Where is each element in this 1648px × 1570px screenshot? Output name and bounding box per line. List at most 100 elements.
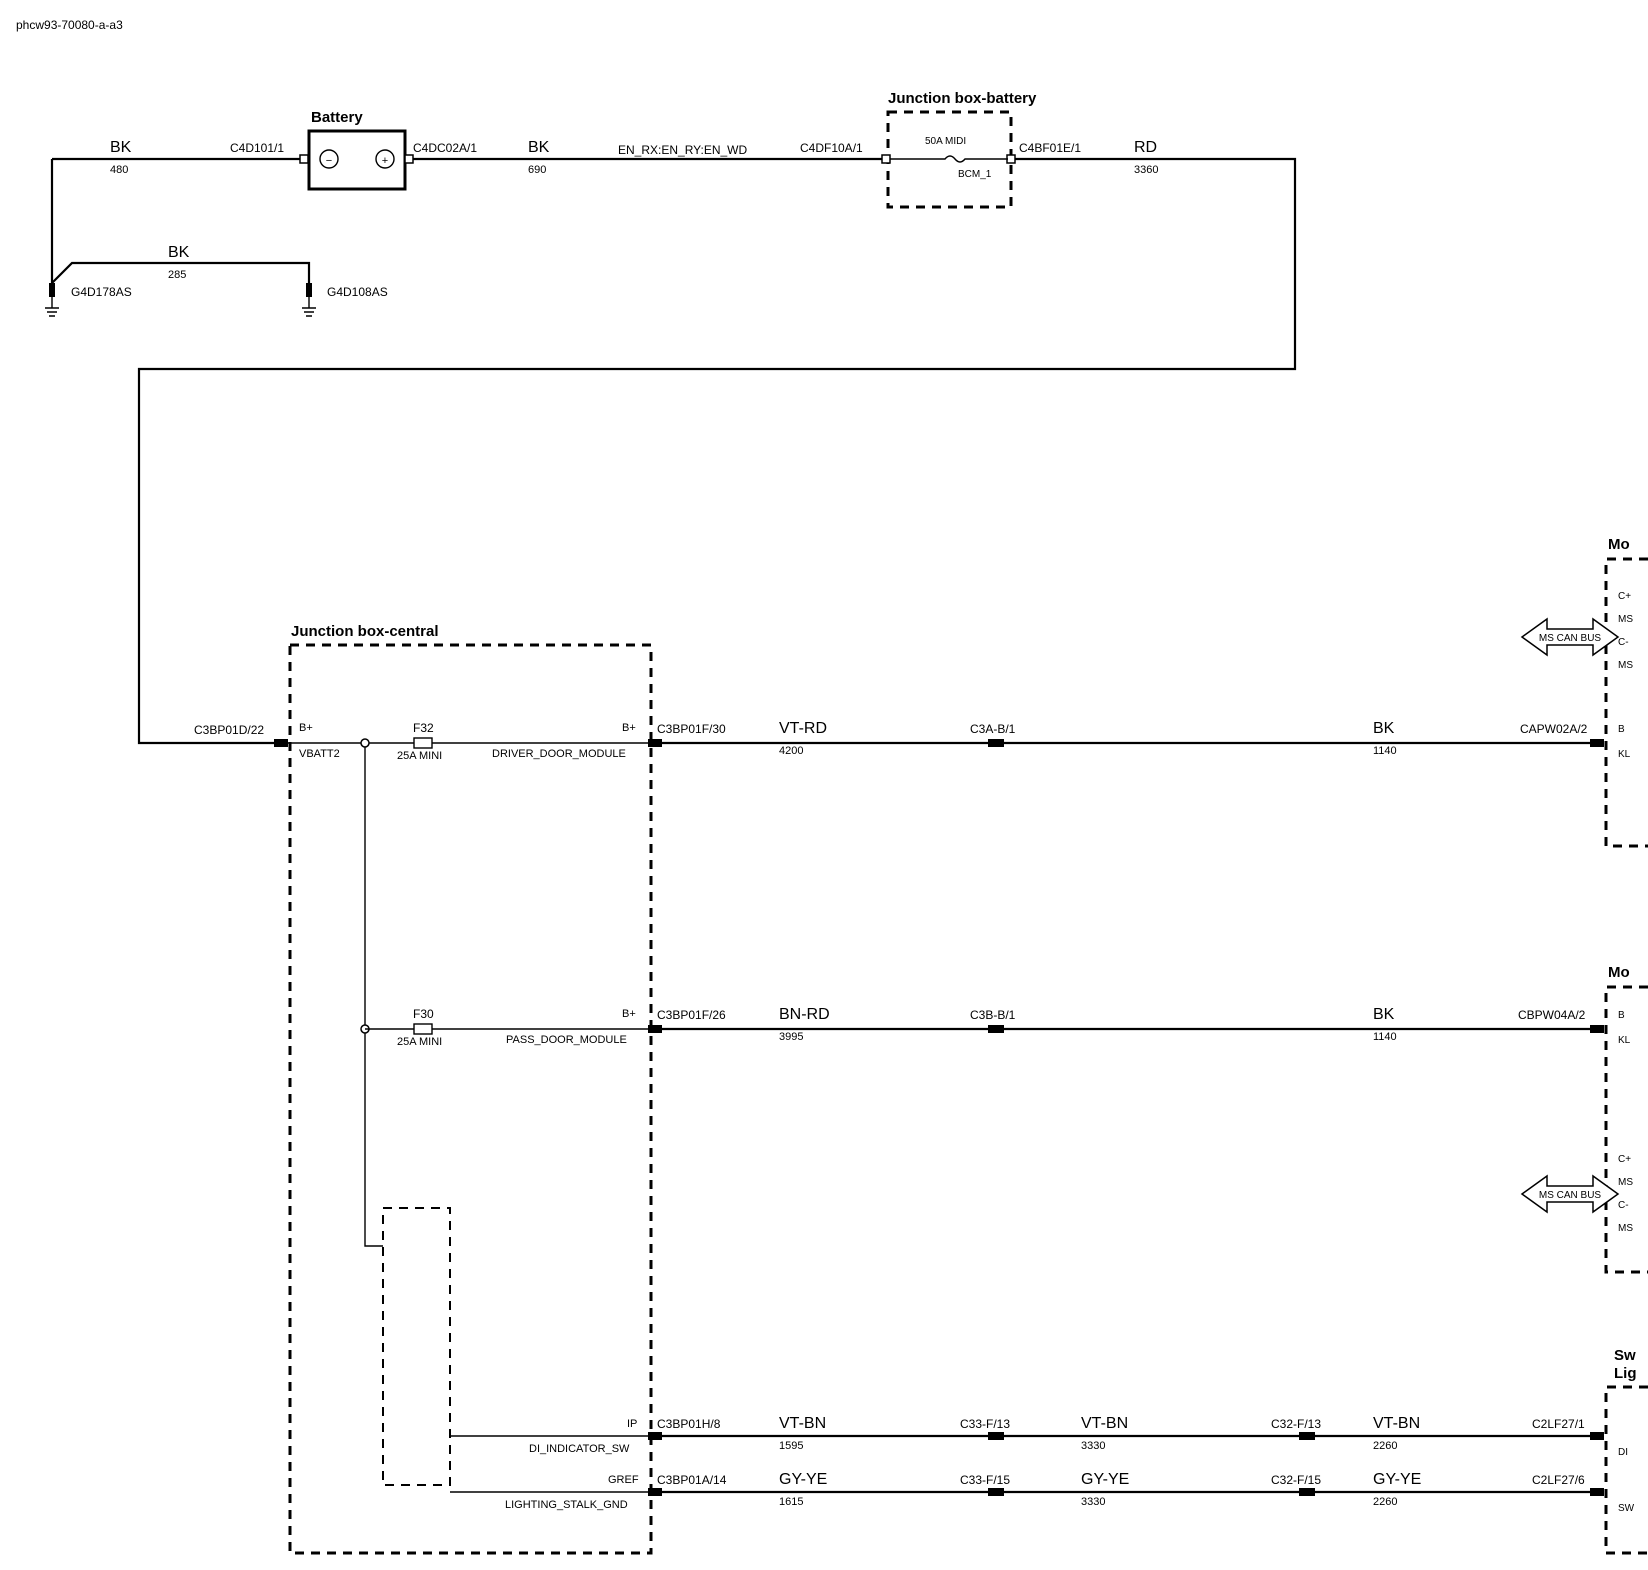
diagram-id: phcw93-70080-a-a3 xyxy=(16,18,123,32)
fuse-name: BCM_1 xyxy=(958,169,992,180)
ground-symbol: G4D108AS xyxy=(302,283,388,317)
fuse-f30: F30 25A MINI B+ PASS_DOOR_MODULE xyxy=(397,1007,636,1048)
module-2: Mo B KL C+ MS C- MS MS CAN BUS xyxy=(1520,964,1648,1274)
wire-color: VT-BN xyxy=(1081,1415,1128,1432)
pin-label: B xyxy=(1618,1010,1625,1021)
pin-label: GREF xyxy=(608,1474,639,1486)
connector-label: C4DF10A/1 xyxy=(800,141,863,155)
circuit-label: EN_RX:EN_RY:EN_WD xyxy=(618,143,747,157)
module-1: Mo C+ MS C- MS B KL MS CAN BUS xyxy=(1520,536,1648,848)
pin-label: KL xyxy=(1618,749,1631,760)
pin-label: C- xyxy=(1618,1200,1629,1211)
fuse-rating: 25A MINI xyxy=(397,750,442,762)
wire-number: 3330 xyxy=(1081,1440,1105,1452)
pin-label: B+ xyxy=(622,1008,636,1020)
pin-label: MS xyxy=(1618,1223,1633,1234)
wire-color: BK xyxy=(528,139,550,156)
pin-label: DI xyxy=(1618,1447,1628,1458)
can-bus-arrow: MS CAN BUS xyxy=(1520,1174,1620,1214)
fuse-symbol xyxy=(890,155,1008,163)
pin-label: IP xyxy=(627,1418,637,1430)
wire-bk-285 xyxy=(51,261,311,284)
pin-label: C- xyxy=(1618,637,1629,648)
can-bus-label: MS CAN BUS xyxy=(1539,633,1602,644)
driver-door-circuit: C3BP01F/30 VT-RD 4200 C3A-B/1 BK 1140 CA… xyxy=(648,720,1604,757)
wire-number: 285 xyxy=(168,269,186,281)
battery-circuit: BK 480 C4D101/1 Battery − + C4DC02A/1 BK… xyxy=(45,90,1297,745)
connector-label: C33-F/15 xyxy=(960,1473,1010,1487)
wire-number: 2260 xyxy=(1373,1440,1397,1452)
wire-number: 1595 xyxy=(779,1440,803,1452)
module-2-outline xyxy=(1604,985,1648,1274)
wire-color: VT-RD xyxy=(779,720,827,737)
can-bus-label: MS CAN BUS xyxy=(1539,1190,1602,1201)
wire-color: BK xyxy=(1373,1006,1395,1023)
pin-label: KL xyxy=(1618,1035,1631,1046)
connector-label: C4D101/1 xyxy=(230,141,284,155)
connector-label: C2LF27/6 xyxy=(1532,1473,1585,1487)
switch-title: Sw xyxy=(1614,1347,1636,1364)
fuse-rating: 25A MINI xyxy=(397,1036,442,1048)
inner-sub-box xyxy=(382,1207,451,1486)
wire-number: 2260 xyxy=(1373,1496,1397,1508)
connector-label: C3BP01F/26 xyxy=(657,1008,726,1022)
fuse-id: F32 xyxy=(413,721,434,735)
wire-number: 690 xyxy=(528,164,546,176)
module-title: Mo xyxy=(1608,964,1630,981)
wire-number: 480 xyxy=(110,164,128,176)
fuse-rating: 50A MIDI xyxy=(925,136,966,147)
wire-number: 1140 xyxy=(1373,1031,1397,1043)
module-1-outline xyxy=(1604,557,1648,848)
connector-label: C32-F/13 xyxy=(1271,1417,1321,1431)
pin-name: PASS_DOOR_MODULE xyxy=(506,1034,627,1046)
positive-symbol: + xyxy=(382,155,388,167)
pin-label: C+ xyxy=(1618,591,1631,602)
pin-label: MS xyxy=(1618,660,1633,671)
internal-bus-vertical xyxy=(364,743,383,1247)
wire-color: GY-YE xyxy=(1081,1471,1129,1488)
wire-color: GY-YE xyxy=(779,1471,827,1488)
wire-color: RD xyxy=(1134,139,1157,156)
connector-label: C3A-B/1 xyxy=(970,722,1016,736)
connector-label: C3BP01F/30 xyxy=(657,722,726,736)
wire-number: 1140 xyxy=(1373,745,1397,757)
battery: Battery − + xyxy=(299,109,414,191)
pin-label: SW xyxy=(1618,1503,1635,1514)
pin-label: B+ xyxy=(622,722,636,734)
connector-label: C4BF01E/1 xyxy=(1019,141,1081,155)
battery-pos-terminal xyxy=(404,154,414,164)
wire-color: VT-BN xyxy=(1373,1415,1420,1432)
connector-label: C3BP01D/22 xyxy=(194,723,264,737)
pin-label: B xyxy=(1618,724,1625,735)
switch-outline xyxy=(1604,1385,1648,1555)
negative-symbol: − xyxy=(326,155,332,167)
connector-label: C2LF27/1 xyxy=(1532,1417,1585,1431)
passenger-door-circuit: C3BP01F/26 BN-RD 3995 C3B-B/1 BK 1140 CB… xyxy=(648,1006,1604,1043)
wire-color: BK xyxy=(168,244,190,261)
wire-color: VT-BN xyxy=(779,1415,826,1432)
can-bus-arrow: MS CAN BUS xyxy=(1520,617,1620,657)
lighting-stalk-gnd-circuit: C3BP01A/14 GY-YE 1615 C33-F/15 GY-YE 333… xyxy=(648,1471,1604,1508)
battery-neg-terminal xyxy=(299,154,309,164)
fuse-f32: F32 25A MINI B+ DRIVER_DOOR_MODULE xyxy=(397,721,636,762)
connector-label: C33-F/13 xyxy=(960,1417,1010,1431)
switch-lighting: Sw Lig DI SW xyxy=(1604,1347,1648,1555)
pin-name: LIGHTING_STALK_GND xyxy=(505,1499,628,1511)
wire-color: GY-YE xyxy=(1373,1471,1421,1488)
connector-label: C4DC02A/1 xyxy=(413,141,477,155)
wire-number: 3995 xyxy=(779,1031,803,1043)
wire-color: BN-RD xyxy=(779,1006,830,1023)
wire-color: BK xyxy=(1373,720,1395,737)
pin-name: DRIVER_DOOR_MODULE xyxy=(492,748,626,760)
junction-box-central-title: Junction box-central xyxy=(291,623,439,640)
junction-box-central: Junction box-central C3BP01D/22 B+ VBATT… xyxy=(194,623,653,1555)
wire-rd-3360 xyxy=(137,157,1297,745)
wire-color: BK xyxy=(110,139,132,156)
di-indicator-circuit: C3BP01H/8 VT-BN 1595 C33-F/13 VT-BN 3330… xyxy=(648,1415,1604,1452)
connector-label: CBPW04A/2 xyxy=(1518,1008,1586,1022)
connector-label: C3BP01A/14 xyxy=(657,1473,727,1487)
battery-title: Battery xyxy=(311,109,363,126)
wire-number: 4200 xyxy=(779,745,803,757)
connector-label: C32-F/15 xyxy=(1271,1473,1321,1487)
